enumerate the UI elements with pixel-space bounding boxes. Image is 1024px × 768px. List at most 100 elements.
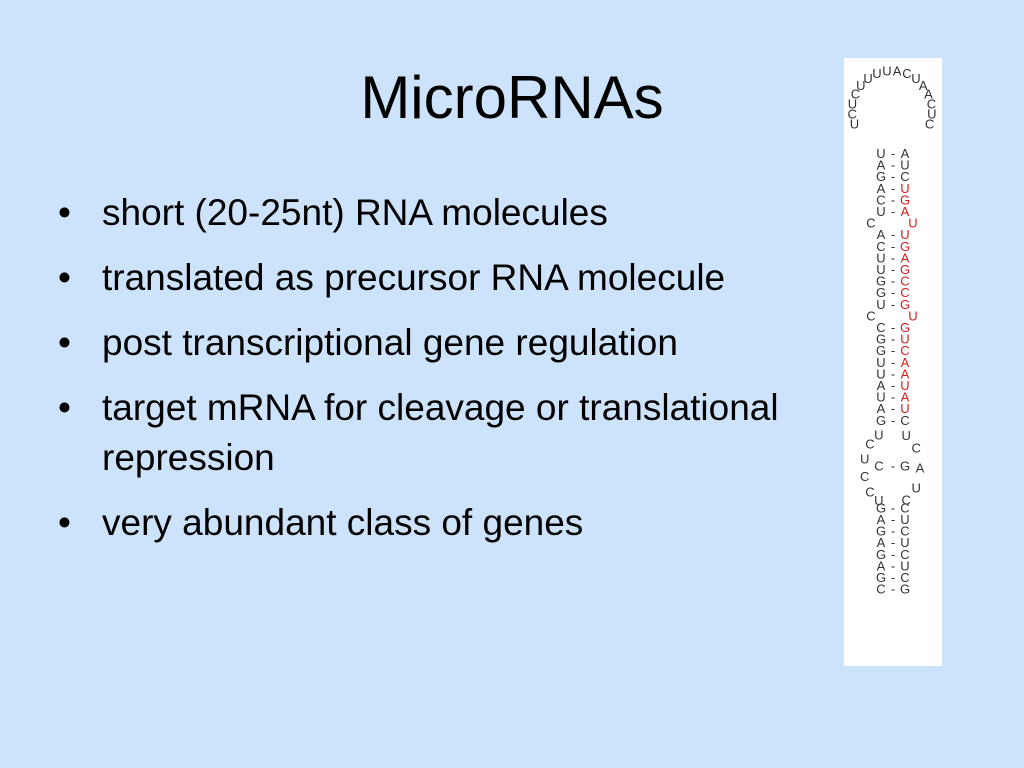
stem-nucleotide-left: C: [866, 216, 875, 231]
base-pair-mark: -: [891, 239, 895, 254]
base-pair-mark: -: [891, 285, 895, 300]
stem-nucleotide-left: A: [877, 227, 886, 242]
base-pair-mark: -: [891, 366, 895, 381]
base-pair-mark: -: [891, 512, 895, 527]
stem-nucleotide-left: U: [876, 366, 885, 381]
loop-nucleotide: U: [911, 71, 920, 86]
bullet-text: post transcriptional gene regulation: [102, 322, 678, 363]
internal-loop-nucleotide: C: [865, 436, 874, 451]
stem-nucleotide-left: G: [876, 343, 886, 358]
bullet-item: •target mRNA for cleavage or translation…: [58, 383, 828, 483]
bullet-text: very abundant class of genes: [102, 502, 584, 543]
base-pair-mark: -: [891, 558, 895, 573]
internal-loop-nucleotide: C: [912, 440, 921, 455]
stem-nucleotide-left: A: [877, 558, 886, 573]
base-pair-mark: -: [891, 401, 895, 416]
stem-nucleotide-right: U: [900, 332, 909, 347]
stem-nucleotide-left: U: [876, 355, 885, 370]
stem-nucleotide-right: C: [900, 169, 909, 184]
stem-nucleotide-right: U: [900, 512, 909, 527]
stem-nucleotide-right: C: [900, 285, 909, 300]
base-pair-mark: -: [891, 570, 895, 585]
stem-nucleotide-right: U: [900, 158, 909, 173]
stem-nucleotide-right: C: [900, 500, 909, 515]
bullet-glyph: •: [58, 257, 71, 298]
stem-nucleotide-left: G: [876, 274, 886, 289]
loop-nucleotide: A: [893, 63, 902, 78]
loop-nucleotide: U: [863, 71, 872, 86]
base-pair-mark: -: [891, 227, 895, 242]
loop-nucleotide: C: [851, 87, 860, 102]
stem-nucleotide-right: U: [900, 401, 909, 416]
loop-nucleotide: C: [848, 107, 857, 122]
stem-nucleotide-left: C: [876, 582, 885, 597]
stem-nucleotide-right: G: [900, 192, 910, 207]
loop-nucleotide: C: [927, 97, 936, 112]
bullet-text: target mRNA for cleavage or translationa…: [102, 387, 779, 478]
stem-nucleotide-left: U: [876, 204, 885, 219]
internal-loop-nucleotide: U: [902, 428, 911, 443]
stem-nucleotide-right: G: [900, 262, 910, 277]
stem-nucleotide-right: A: [901, 366, 910, 381]
base-pair-mark: -: [891, 274, 895, 289]
bullet-item: • post transcriptional gene regulation: [58, 318, 828, 368]
loop-nucleotide: U: [848, 97, 857, 112]
stem-nucleotide-left: A: [877, 378, 886, 393]
stem-nucleotide-right: A: [901, 250, 910, 265]
stem-nucleotide-left: G: [876, 547, 886, 562]
stem-nucleotide-right: G: [900, 239, 910, 254]
base-pair-mark: -: [891, 390, 895, 405]
loop-nucleotide: A: [924, 87, 933, 102]
stem-nucleotide-left: C: [876, 320, 885, 335]
loop-nucleotide: U: [872, 66, 881, 81]
loop-nucleotide: U: [856, 78, 865, 93]
bullet-item: •short (20-25nt) RNA molecules: [58, 188, 828, 238]
stem-nucleotide-left: A: [877, 181, 886, 196]
base-pair-mark: -: [891, 355, 895, 370]
bullet-text: translated as precursor RNA molecule: [102, 257, 726, 298]
internal-loop-nucleotide: C: [860, 469, 869, 484]
stem-nucleotide-left: G: [876, 332, 886, 347]
stem-nucleotide-right: G: [900, 320, 910, 335]
base-pair-mark: -: [891, 250, 895, 265]
stem-nucleotide-right: U: [900, 378, 909, 393]
base-pair-mark: -: [891, 458, 895, 473]
stem-nucleotide-right: C: [900, 274, 909, 289]
stem-nucleotide-right: G: [900, 458, 910, 473]
stem-nucleotide-left: C: [874, 458, 883, 473]
base-pair-mark: -: [891, 204, 895, 219]
stem-nucleotide-right: U: [900, 181, 909, 196]
bulge-nucleotide: U: [908, 308, 917, 323]
stem-nucleotide-left: C: [876, 239, 885, 254]
stem-nucleotide-right: U: [900, 227, 909, 242]
stem-nucleotide-left: A: [877, 535, 886, 550]
internal-loop-nucleotide: U: [912, 480, 921, 495]
base-pair-mark: -: [891, 524, 895, 539]
bullet-glyph: •: [58, 322, 71, 363]
stem-nucleotide-right: U: [900, 558, 909, 573]
stem-nucleotide-right: C: [900, 413, 909, 428]
stem-nucleotide-left: U: [876, 390, 885, 405]
internal-loop-nucleotide: U: [874, 493, 883, 508]
base-pair-mark: -: [891, 547, 895, 562]
base-pair-mark: -: [891, 146, 895, 161]
stem-nucleotide-left: G: [876, 500, 886, 515]
base-pair-mark: -: [891, 158, 895, 173]
stem-nucleotide-right: G: [900, 582, 910, 597]
bullet-list: •short (20-25nt) RNA molecules • translat…: [58, 188, 828, 563]
base-pair-mark: -: [891, 181, 895, 196]
stem-nucleotide-left: U: [876, 297, 885, 312]
stem-nucleotide-right: A: [901, 390, 910, 405]
internal-loop-nucleotide: U: [860, 452, 869, 467]
base-pair-mark: -: [891, 192, 895, 207]
stem-nucleotide-right: C: [900, 524, 909, 539]
stem-nucleotide-left: G: [876, 169, 886, 184]
stem-nucleotide-left: C: [876, 192, 885, 207]
stem-nucleotide-left: A: [877, 512, 886, 527]
base-pair-mark: -: [891, 297, 895, 312]
slide-title: MicroRNAs: [360, 64, 664, 131]
bullet-glyph: •: [58, 192, 71, 233]
stem-nucleotide-left: G: [876, 413, 886, 428]
base-pair-mark: -: [891, 332, 895, 347]
